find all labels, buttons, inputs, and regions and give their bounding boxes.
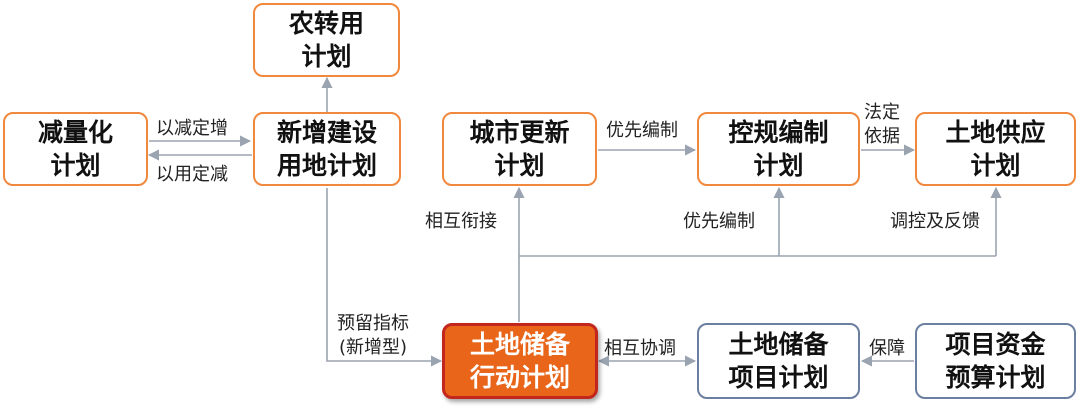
label-xianghu-xietiao: 相互协调	[604, 338, 676, 359]
label-yi-yong-ding-jian: 以用定减	[156, 164, 228, 185]
label-yuliu-zhibiao: 预留指标 (新增型)	[337, 313, 409, 358]
box-tudi-gongying-plan: 土地供应 计划	[915, 112, 1076, 186]
label-tiaokong-ji-fankui: 调控及反馈	[890, 211, 980, 232]
label-fading-yiju: 法定 依据	[864, 102, 900, 147]
box-nongzhuanyong-plan: 农转用 计划	[253, 3, 400, 77]
box-tudi-chubei-xingdong-plan: 土地储备 行动计划	[442, 323, 598, 399]
label-youxian-bianzhi-top: 优先编制	[606, 120, 678, 141]
label-xianghu-xianjie: 相互衔接	[425, 211, 497, 232]
arrow-xinzeng-to-chubei	[326, 188, 443, 367]
label-baozhang: 保障	[869, 338, 905, 359]
box-tudi-chubei-xiangmu-plan: 土地储备 项目计划	[697, 323, 860, 399]
box-jianlianghua-plan: 减量化 计划	[3, 112, 148, 186]
label-youxian-bianzhi-mid: 优先编制	[683, 211, 755, 232]
box-xiangmu-zijin-plan: 项目资金 预算计划	[915, 323, 1076, 399]
box-kongui-bianzhi-plan: 控规编制 计划	[697, 112, 860, 186]
box-xinzeng-plan: 新增建设 用地计划	[253, 112, 401, 186]
label-yi-jian-ding-zeng: 以减定增	[156, 118, 228, 139]
box-chengshi-gengxin-plan: 城市更新 计划	[442, 112, 597, 186]
